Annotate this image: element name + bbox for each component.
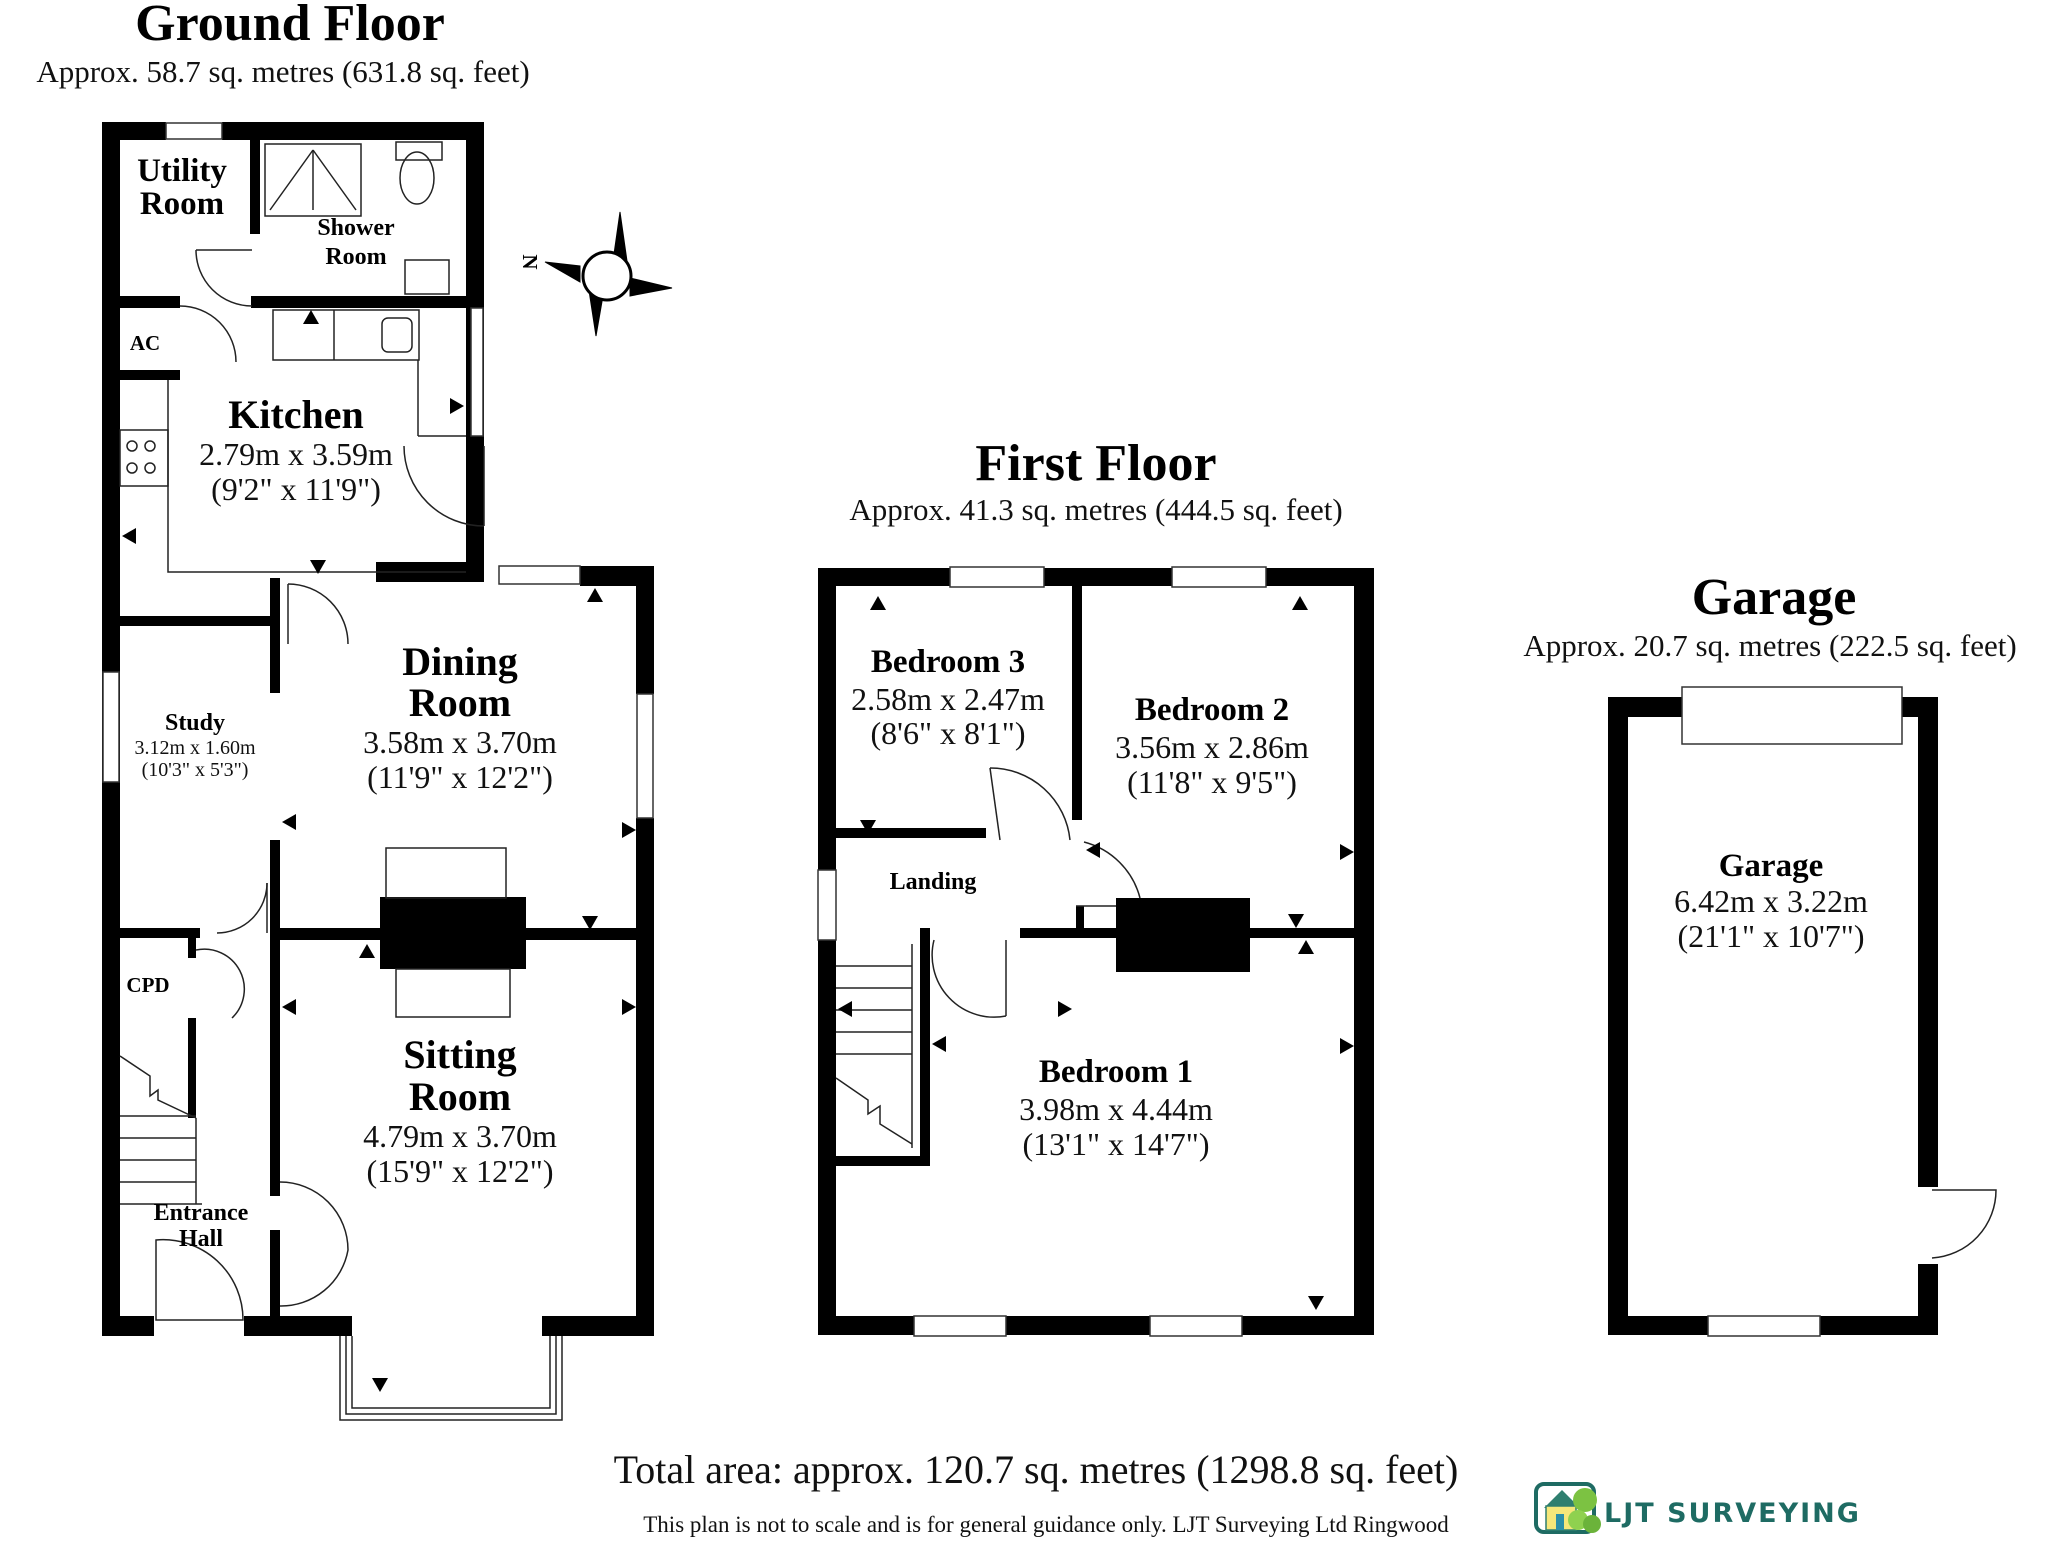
bedroom-3-dimensions-metric: 2.58m x 2.47m — [851, 681, 1045, 717]
first-floor-title: First Floor — [975, 435, 1216, 492]
fixtures — [119, 141, 511, 1205]
sitting-room-label: Room — [409, 1074, 511, 1119]
bedroom-2-dimensions-metric: 3.56m x 2.86m — [1115, 729, 1309, 765]
north-label: N — [518, 254, 542, 269]
landing-label: Landing — [890, 869, 977, 895]
garage-room-label: Garage — [1719, 848, 1823, 884]
dining-room-label: Room — [409, 680, 511, 725]
bedroom-1-label: Bedroom 1 — [1039, 1054, 1193, 1090]
sitting-room-dimensions-imperial: (15'9" x 12'2") — [367, 1153, 554, 1189]
dining-room-label: Dining — [402, 639, 518, 684]
garage-floor: Garage Approx. 20.7 sq. metres (222.5 sq… — [1523, 569, 2017, 1337]
shower-room-label: Shower — [317, 215, 395, 241]
window — [1149, 1315, 1243, 1337]
garage-dimensions-imperial: (21'1" x 10'7") — [1678, 918, 1865, 954]
garage-walls — [1608, 697, 1938, 1335]
ceiling-arrows — [838, 596, 1354, 1310]
disclaimer: This plan is not to scale and is for gen… — [643, 1512, 1449, 1537]
garage-area: Approx. 20.7 sq. metres (222.5 sq. feet) — [1523, 628, 2016, 663]
garage-title: Garage — [1692, 569, 1857, 626]
doors — [155, 249, 485, 1321]
study-dimensions-metric: 3.12m x 1.60m — [134, 737, 256, 759]
window — [817, 869, 837, 941]
garage-dimensions-metric: 6.42m x 3.22m — [1674, 883, 1868, 919]
window — [1171, 566, 1267, 588]
bedroom-1-dimensions-imperial: (13'1" x 14'7") — [1023, 1126, 1210, 1162]
study-dimensions-imperial: (10'3" x 5'3") — [142, 759, 249, 781]
bay-window — [339, 1336, 563, 1421]
door — [1931, 1189, 1997, 1259]
ceiling-arrows — [122, 310, 636, 1392]
ground-floor: Ground Floor Approx. 58.7 sq. metres (63… — [36, 0, 654, 1421]
doors — [835, 767, 1141, 1148]
window — [949, 566, 1045, 588]
bedroom-1-dimensions-metric: 3.98m x 4.44m — [1019, 1091, 1213, 1127]
entrance-hall-label: Hall — [179, 1226, 223, 1252]
ljt-surveying-logo: LJT SURVEYING — [1534, 1482, 1861, 1534]
brand-name: LJT SURVEYING — [1604, 1498, 1861, 1529]
utility-room-label: Room — [140, 186, 224, 222]
utility-room-label: Utility — [137, 153, 227, 189]
house-tree-icon — [1534, 1482, 1601, 1534]
first-floor: First Floor Approx. 41.3 sq. metres (444… — [817, 435, 1374, 1337]
kitchen-dimensions-metric: 2.79m x 3.59m — [199, 436, 393, 472]
window — [1707, 1315, 1821, 1337]
cpd-label: CPD — [126, 973, 169, 997]
bedroom-3-dimensions-imperial: (8'6" x 8'1") — [871, 715, 1026, 751]
ac-label: AC — [130, 331, 160, 355]
window — [913, 1315, 1007, 1337]
total-area: Total area: approx. 120.7 sq. metres (12… — [614, 1447, 1459, 1492]
first-floor-area: Approx. 41.3 sq. metres (444.5 sq. feet) — [849, 492, 1342, 527]
ground-floor-title: Ground Floor — [135, 0, 445, 52]
compass-icon: N — [518, 211, 673, 337]
shower-room-label: Room — [325, 244, 386, 270]
first-floor-walls — [818, 568, 1374, 1335]
window — [102, 671, 120, 783]
ground-floor-area: Approx. 58.7 sq. metres (631.8 sq. feet) — [36, 54, 529, 89]
bedroom-2-dimensions-imperial: (11'8" x 9'5") — [1127, 764, 1297, 800]
garage-door — [1681, 686, 1903, 745]
dining-room-dimensions-imperial: (11'9" x 12'2") — [367, 759, 553, 795]
bedroom-2-label: Bedroom 2 — [1135, 692, 1289, 728]
window — [636, 693, 654, 819]
window — [165, 122, 223, 140]
window — [470, 307, 484, 437]
kitchen-dimensions-imperial: (9'2" x 11'9") — [211, 471, 381, 507]
bedroom-3-label: Bedroom 3 — [871, 644, 1025, 680]
window — [498, 565, 581, 585]
entrance-hall-label: Entrance — [154, 1200, 249, 1226]
sitting-room-dimensions-metric: 4.79m x 3.70m — [363, 1118, 557, 1154]
study-label: Study — [165, 710, 225, 736]
dining-room-dimensions-metric: 3.58m x 3.70m — [363, 724, 557, 760]
sitting-room-label: Sitting — [403, 1032, 516, 1077]
kitchen-label: Kitchen — [228, 392, 364, 437]
